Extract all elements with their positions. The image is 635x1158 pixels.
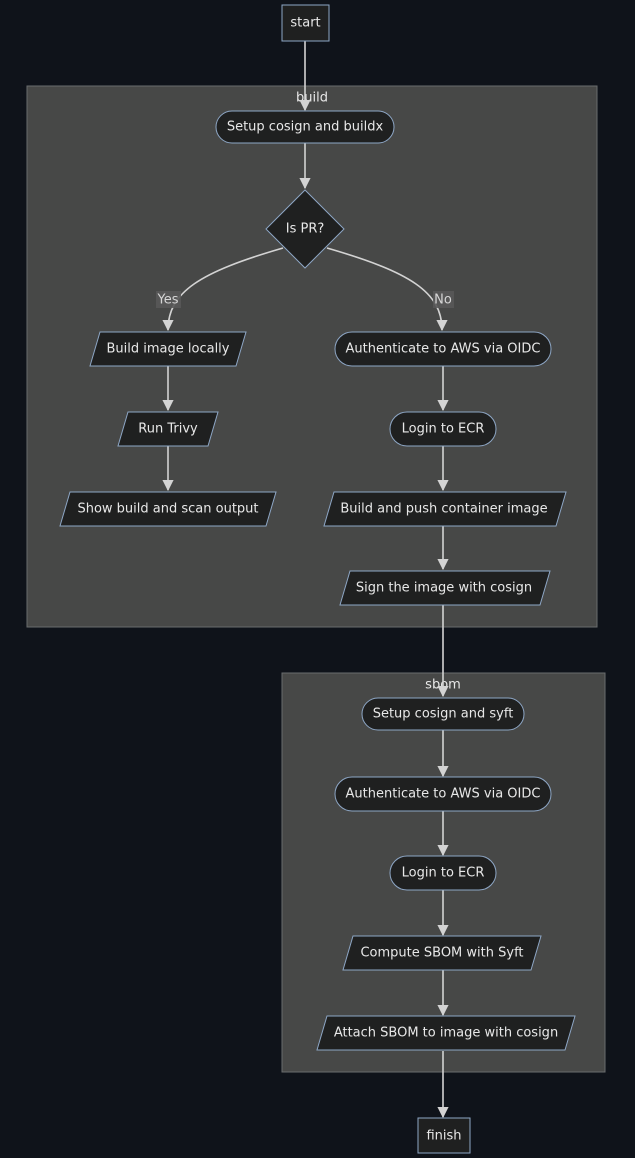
edge-ispr-no xyxy=(326,247,448,332)
svg-text:Authenticate to AWS via OIDC: Authenticate to AWS via OIDC xyxy=(346,342,541,357)
svg-text:Show build and scan output: Show build and scan output xyxy=(77,502,258,517)
svg-text:Setup cosign and buildx: Setup cosign and buildx xyxy=(227,120,384,135)
svg-text:Authenticate to AWS via OIDC: Authenticate to AWS via OIDC xyxy=(346,787,541,802)
edge-label-yes: Yes xyxy=(156,291,181,308)
node-setup-cosign-syft: Setup cosign and syft xyxy=(361,697,525,731)
svg-text:Is PR?: Is PR? xyxy=(286,222,325,237)
node-login-ecr-1: Login to ECR xyxy=(389,411,497,447)
svg-text:Run Trivy: Run Trivy xyxy=(138,422,198,437)
node-start: start xyxy=(281,4,330,42)
node-setup-cosign-buildx: Setup cosign and buildx xyxy=(215,110,395,144)
svg-text:Login to ECR: Login to ECR xyxy=(402,422,485,437)
cluster-build-label: build xyxy=(296,91,328,106)
node-attach-sbom: Attach SBOM to image with cosign xyxy=(316,1015,576,1051)
edge-label-no: No xyxy=(433,291,454,308)
svg-text:Setup cosign and syft: Setup cosign and syft xyxy=(373,707,514,722)
svg-text:Build image locally: Build image locally xyxy=(107,342,230,357)
svg-text:finish: finish xyxy=(426,1129,461,1144)
svg-text:Build and push container image: Build and push container image xyxy=(340,502,547,517)
node-build-push-image: Build and push container image xyxy=(323,491,567,527)
node-show-build-scan-output: Show build and scan output xyxy=(59,491,277,527)
svg-text:Login to ECR: Login to ECR xyxy=(402,866,485,881)
svg-text:Attach SBOM to image with cosi: Attach SBOM to image with cosign xyxy=(334,1026,558,1041)
svg-text:start: start xyxy=(290,16,320,31)
edge-ispr-yes xyxy=(162,247,284,332)
node-is-pr-decision: Is PR? xyxy=(265,189,345,269)
svg-text:Compute SBOM with Syft: Compute SBOM with Syft xyxy=(360,946,523,961)
svg-text:Yes: Yes xyxy=(157,293,179,308)
node-run-trivy: Run Trivy xyxy=(117,411,219,447)
node-login-ecr-2: Login to ECR xyxy=(389,855,497,891)
node-sign-image-cosign: Sign the image with cosign xyxy=(339,570,551,606)
node-finish: finish xyxy=(417,1117,471,1154)
svg-text:Sign the image with cosign: Sign the image with cosign xyxy=(356,581,532,596)
node-build-image-locally: Build image locally xyxy=(89,331,247,367)
svg-text:No: No xyxy=(434,293,452,308)
node-authenticate-aws-1: Authenticate to AWS via OIDC xyxy=(334,331,552,367)
node-authenticate-aws-2: Authenticate to AWS via OIDC xyxy=(334,776,552,812)
node-compute-sbom: Compute SBOM with Syft xyxy=(342,935,542,971)
edges xyxy=(162,41,449,1119)
